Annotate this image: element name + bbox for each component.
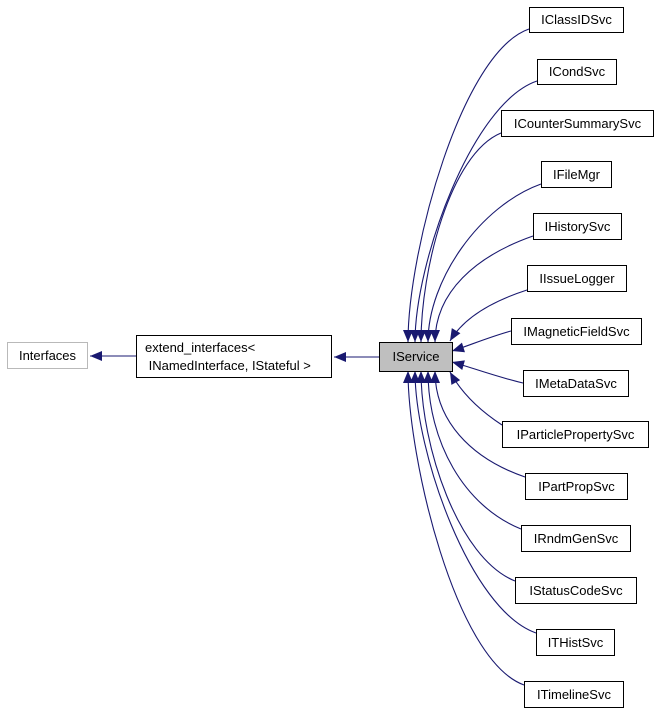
node-irndmgensvc[interactable]: IRndmGenSvc: [521, 525, 631, 552]
edge-ifilemgr-iservice: [423, 183, 542, 343]
node-iparticlepropertysvc[interactable]: IParticlePropertySvc: [502, 421, 649, 448]
edge-iclassidsvc-iservice: [403, 28, 530, 343]
node-ihistorysvc[interactable]: IHistorySvc: [533, 213, 622, 240]
node-interfaces: Interfaces: [7, 342, 88, 369]
node-ithistsvc[interactable]: ITHistSvc: [536, 629, 615, 656]
edge-irndmgensvc-iservice: [423, 370, 522, 530]
edge-ipartpropsvc-iservice: [430, 370, 526, 478]
node-label-line: extend_interfaces<: [145, 339, 256, 355]
node-extend-interfaces[interactable]: extend_interfaces< INamedInterface, ISta…: [136, 335, 332, 378]
node-imetadatasvc[interactable]: IMetaDataSvc: [523, 370, 629, 397]
node-iissuelogger[interactable]: IIssueLogger: [527, 265, 627, 292]
node-iclassidsvc[interactable]: IClassIDSvc: [529, 7, 624, 33]
node-label-line: INamedInterface, IStateful >: [145, 357, 311, 373]
edge-icondsvc-iservice: [410, 80, 538, 343]
edge-imagneticfieldsvc-iservice: [451, 330, 512, 353]
edge-icountersummarysvc-iservice: [416, 132, 502, 343]
edge-iissuelogger-iservice: [449, 289, 528, 342]
node-istatuscodesvc[interactable]: IStatusCodeSvc: [515, 577, 637, 604]
node-ipartpropsvc[interactable]: IPartPropSvc: [525, 473, 628, 500]
node-icondsvc[interactable]: ICondSvc: [537, 59, 617, 85]
edge-iparticlepropertysvc-iservice: [449, 371, 503, 426]
node-imagneticfieldsvc[interactable]: IMagneticFieldSvc: [511, 318, 642, 345]
edge-itimelinesvc-iservice: [403, 370, 525, 686]
node-itimelinesvc[interactable]: ITimelineSvc: [524, 681, 624, 708]
edge-istatuscodesvc-iservice: [416, 370, 516, 582]
edge-ithistsvc-iservice: [410, 370, 537, 634]
node-icountersummarysvc[interactable]: ICounterSummarySvc: [501, 110, 654, 137]
node-iservice: IService: [379, 342, 453, 372]
edge-imetadatasvc-iservice: [451, 360, 524, 384]
edge-ihistorysvc-iservice: [430, 235, 534, 343]
node-ifilemgr[interactable]: IFileMgr: [541, 161, 612, 188]
